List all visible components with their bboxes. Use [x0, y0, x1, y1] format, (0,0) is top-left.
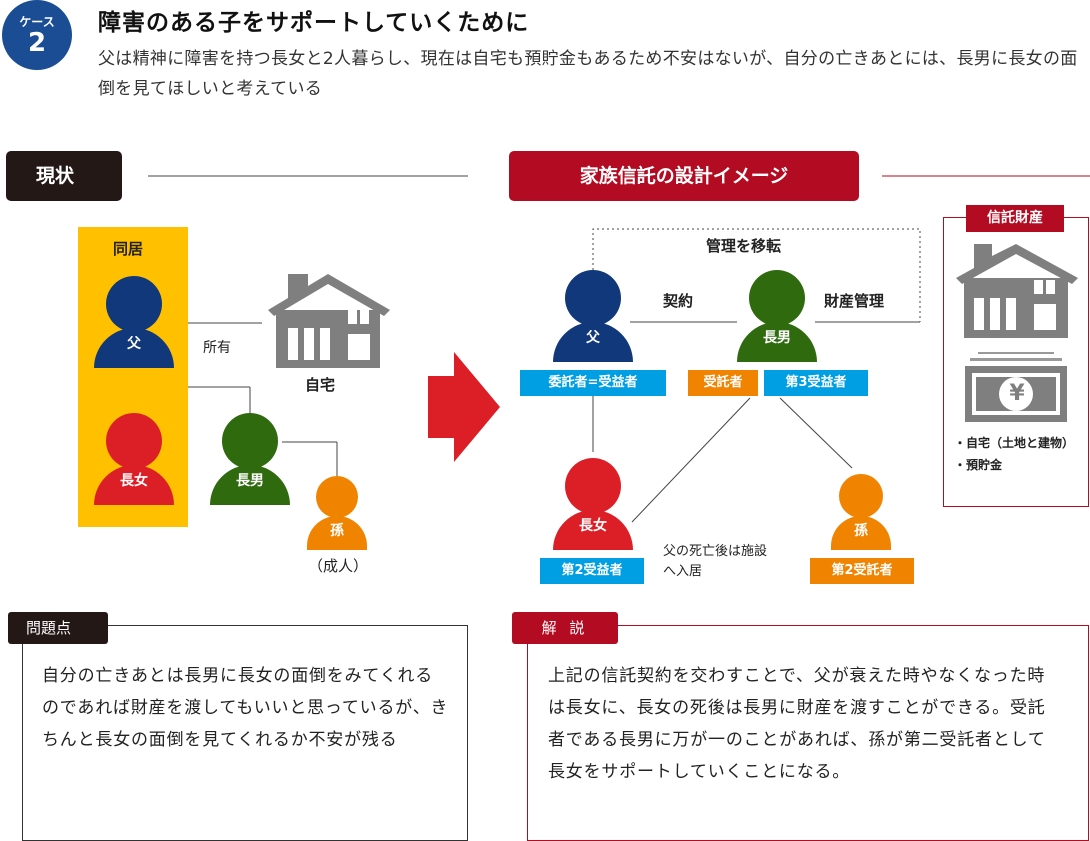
- yen-icon: ¥: [1009, 381, 1025, 406]
- case-badge: ケース 2: [2, 0, 72, 70]
- father-role-tag: 委託者=受益者: [520, 370, 666, 396]
- grandchild-note: （成人）: [308, 557, 369, 575]
- explanation-text: 上記の信託契約を交わすことで、父が衰えた時やなくなった時は長女に、長女の死後は長…: [548, 666, 1046, 782]
- daughter-note-line-1: 父の死亡後は施設: [663, 544, 768, 559]
- trust-asset-item-savings: ・預貯金: [954, 458, 1003, 472]
- asset-mgmt-label: 財産管理: [824, 292, 885, 310]
- person-label: 孫: [307, 516, 367, 550]
- case-number: 2: [27, 28, 47, 58]
- daughter-note: 父の死亡後は施設 へ入居: [663, 542, 767, 582]
- person-label: 長男: [737, 322, 817, 362]
- son-beneficiary-tag: 第3受益者: [764, 370, 868, 396]
- problem-text: 自分の亡きあとは長男に長女の面倒をみてくれるのであれば財産を渡してもいいと思って…: [42, 666, 449, 750]
- section-label-design: 家族信託の設計イメージ: [509, 151, 859, 201]
- explanation-label: 解 説: [512, 612, 618, 644]
- cohabit-label: 同居: [113, 240, 144, 258]
- son-trustee-tag: 受託者: [688, 370, 758, 396]
- line-son-grandchild: [779, 397, 853, 469]
- person-head: [106, 276, 162, 332]
- banknote-icon: [965, 352, 1067, 422]
- person-head: [565, 458, 621, 514]
- person-father-current: 父: [94, 276, 174, 368]
- person-label: 孫: [831, 516, 891, 550]
- person-label: 長男: [210, 465, 290, 505]
- person-head: [316, 476, 358, 518]
- person-label: 父: [553, 322, 633, 362]
- section-label-current: 現状: [6, 151, 122, 201]
- person-father-design: 父: [553, 270, 633, 362]
- home-label: 自宅: [305, 376, 336, 394]
- person-head: [749, 270, 805, 326]
- owns-label: 所有: [203, 340, 231, 356]
- trust-assets-label: 信託財産: [966, 205, 1064, 232]
- trust-house-icon: [956, 244, 1078, 338]
- problem-label: 問題点: [8, 612, 108, 644]
- grandchild-role-tag: 第2受託者: [810, 558, 914, 584]
- trust-asset-item-home: ・自宅（土地と建物）: [954, 436, 1075, 450]
- daughter-role-tag: 第2受益者: [540, 558, 644, 584]
- person-daughter-current: 長女: [94, 413, 174, 505]
- page-title: 障害のある子をサポートしていくために: [98, 9, 530, 36]
- person-daughter-design: 長女: [553, 458, 633, 550]
- person-son-current: 長男: [210, 413, 290, 505]
- person-head: [106, 413, 162, 469]
- contract-label: 契約: [663, 292, 694, 310]
- person-head: [222, 413, 278, 469]
- person-grandchild-design: 孫: [831, 474, 891, 550]
- person-label: 長女: [94, 465, 174, 505]
- line-transfer-dotted: [592, 228, 921, 322]
- house-icon: [268, 274, 390, 368]
- line-son-daughter: [631, 397, 751, 523]
- daughter-note-line-2: へ入居: [663, 564, 703, 579]
- person-son-design: 長男: [737, 270, 817, 362]
- person-label: 父: [94, 328, 174, 368]
- person-label: 長女: [553, 510, 633, 550]
- arrow-right-icon: [428, 352, 500, 462]
- transfer-label: 管理を移転: [706, 237, 782, 255]
- person-head: [839, 474, 883, 518]
- person-head: [565, 270, 621, 326]
- case-label: ケース: [19, 15, 55, 29]
- page-description: 父は精神に障害を持つ長女と2人暮らし、現在は自宅も預貯金もあるため不安はないが、…: [98, 49, 1078, 99]
- person-grandchild-current: 孫: [307, 476, 367, 550]
